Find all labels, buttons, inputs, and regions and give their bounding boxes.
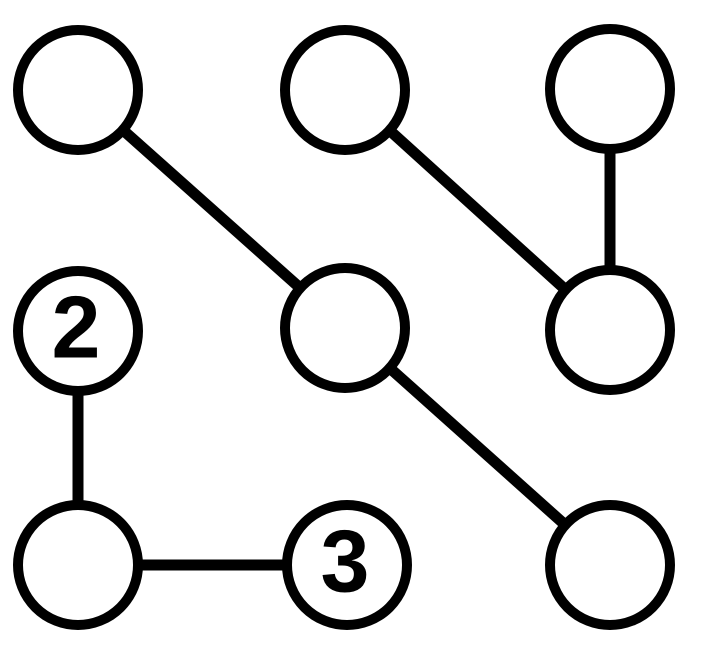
graph-node-top-left[interactable] [13,25,143,155]
graph-node-bottom-right[interactable] [545,500,675,630]
graph-node-top-right[interactable] [545,24,675,154]
graph-node-mid-left[interactable] [13,266,143,396]
node-label-mid-left: 2 [52,278,101,377]
node-label-bottom-center: 3 [321,512,370,611]
graph-node-bottom-left[interactable] [13,500,143,630]
graph-node-bottom-center[interactable] [282,500,412,630]
graph-node-mid-right[interactable] [545,265,675,395]
graph-node-top-center[interactable] [280,25,410,155]
graph-node-mid-center[interactable] [280,263,410,393]
